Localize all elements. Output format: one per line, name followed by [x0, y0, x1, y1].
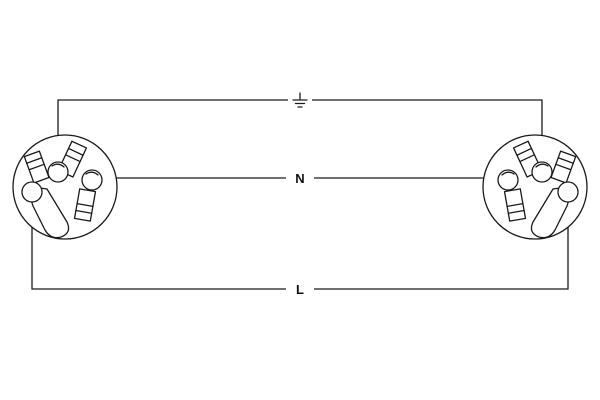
ground-icon: [292, 92, 308, 108]
speakon-connector-right-icon: [482, 134, 588, 240]
line-label: L: [296, 282, 304, 297]
speakon-connector-left-icon: [12, 134, 118, 240]
neutral-label: N: [295, 171, 304, 186]
